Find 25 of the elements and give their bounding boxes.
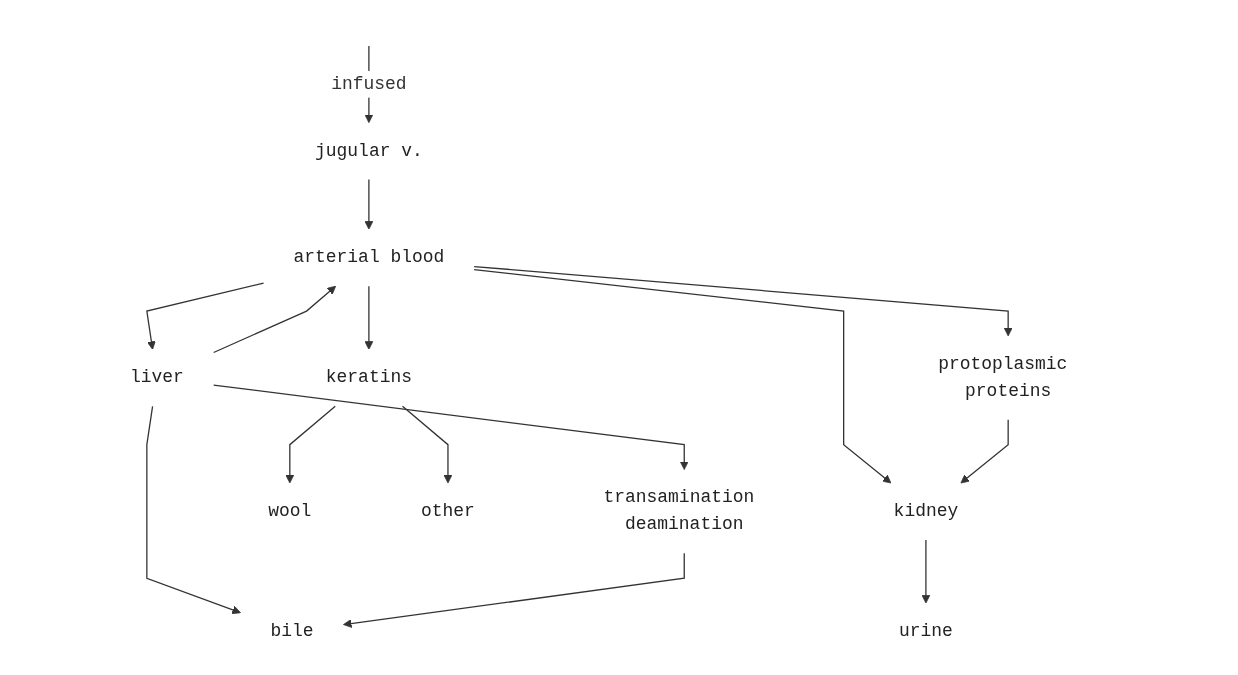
arrow <box>146 405 242 614</box>
arrow <box>402 405 453 483</box>
edge-label: infused <box>331 73 407 94</box>
node-text: wool <box>268 500 312 521</box>
arrow <box>343 552 685 628</box>
node-text: arterial blood <box>293 246 445 267</box>
node-text: bile <box>270 620 314 641</box>
arrow <box>960 418 1009 483</box>
arrow <box>473 265 1013 336</box>
arrow <box>285 405 337 483</box>
arrow <box>213 285 337 353</box>
node-text: other <box>421 500 476 521</box>
arrow <box>146 281 265 350</box>
arrow <box>473 268 892 483</box>
arrow <box>364 178 374 230</box>
node-text: urine <box>899 620 953 641</box>
node-text: jugular v. <box>315 140 423 161</box>
node-text: transamination deamination <box>603 487 755 534</box>
arrow <box>921 538 931 604</box>
arrow <box>213 383 689 470</box>
arrow <box>364 285 374 350</box>
node-text: protoplasmic proteins <box>938 353 1068 401</box>
node-text: liver <box>130 366 184 387</box>
node-text: kidney <box>893 500 959 521</box>
node-text: keratins <box>325 366 413 387</box>
